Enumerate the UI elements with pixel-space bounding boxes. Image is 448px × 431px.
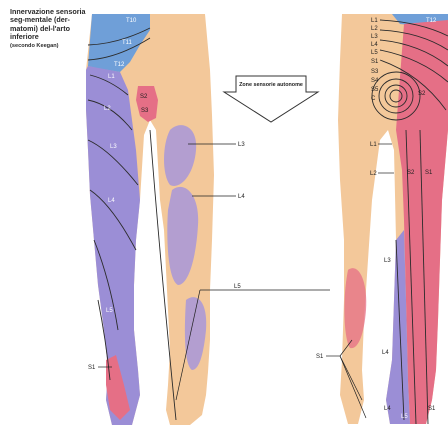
- back-label-t12: T12: [426, 18, 437, 24]
- legend-text: Zone sensorie autonome: [239, 82, 303, 88]
- back-label-l5-foot: L5: [401, 414, 408, 420]
- back-label-s1-foot: S1: [428, 406, 436, 412]
- front-label-s2: S2: [140, 94, 148, 100]
- front-label-s1: S1: [88, 365, 96, 371]
- front-label-l3: L3: [110, 144, 117, 150]
- back-label-s1-callout: S1: [316, 354, 324, 360]
- back-label-l4-leg: L4: [382, 350, 389, 356]
- callout-l3: L3: [238, 142, 245, 148]
- legend-arrow: Zone sensorie autonome: [224, 76, 318, 122]
- front-label-l1: L1: [108, 74, 115, 80]
- back-label-l1-mid: L1: [370, 142, 377, 148]
- back-label-s1-leg: S1: [425, 170, 433, 176]
- back-label-s4: S4: [371, 78, 379, 84]
- back-label-s1: S1: [371, 59, 379, 65]
- back-label-s2-ring: S2: [418, 91, 426, 97]
- front-label-s3: S3: [141, 108, 149, 114]
- back-label-l4: L4: [371, 42, 378, 48]
- back-label-l1: L1: [371, 18, 378, 24]
- back-label-l4-foot: L4: [384, 406, 391, 412]
- front-label-l2: L2: [104, 106, 111, 112]
- front-label-t11: T11: [122, 40, 133, 46]
- front-label-t12: T12: [114, 62, 125, 68]
- front-label-l4: L4: [108, 198, 115, 204]
- back-label-c: C: [371, 96, 376, 102]
- back-label-l2: L2: [371, 26, 378, 32]
- front-label-l5: L5: [106, 308, 113, 314]
- back-label-s3: S3: [371, 69, 379, 75]
- callout-l4: L4: [238, 194, 245, 200]
- callout-l5: L5: [234, 284, 241, 290]
- back-label-l3-leg: L3: [384, 258, 391, 264]
- back-label-l5: L5: [371, 50, 378, 56]
- back-label-s5: S5: [371, 87, 379, 93]
- back-label-s2-leg: S2: [407, 170, 415, 176]
- back-label-l3: L3: [371, 34, 378, 40]
- back-view: T12 L1 L2 L3 L4 L5 S1 S3 S4 S5 C S2 L1 L…: [316, 14, 448, 424]
- front-label-t10: T10: [126, 18, 137, 24]
- back-label-l2-mid: L2: [370, 171, 377, 177]
